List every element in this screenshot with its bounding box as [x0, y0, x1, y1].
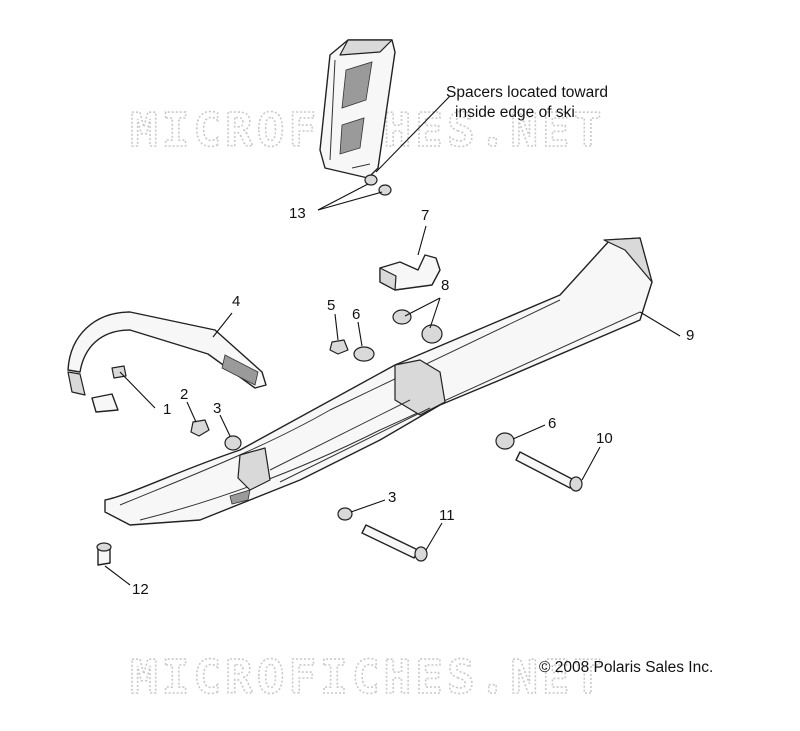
callout-4: 4 — [232, 293, 240, 310]
callout-2: 2 — [180, 386, 188, 403]
part-1-illustration — [91, 365, 127, 413]
bolt-10-illustration — [515, 451, 583, 492]
spacer-pair-illustration — [364, 174, 392, 196]
washer-6-right-illustration — [495, 432, 515, 450]
callout-8: 8 — [441, 277, 449, 294]
nut-2-washer-3-illustration — [190, 419, 242, 451]
callout-1: 1 — [163, 401, 171, 418]
ski-body-illustration — [104, 237, 653, 526]
callout-12: 12 — [132, 581, 149, 598]
nut-washer-5-6-illustration — [329, 339, 375, 362]
leader-lines — [104, 95, 681, 586]
callout-13: 13 — [289, 205, 306, 222]
callout-5: 5 — [327, 297, 335, 314]
callout-3-lower: 3 — [388, 489, 396, 506]
callout-9: 9 — [686, 327, 694, 344]
bolt-11-illustration — [361, 524, 428, 562]
copyright-notice: © 2008 Polaris Sales Inc. — [539, 659, 713, 676]
callout-7: 7 — [421, 207, 429, 224]
spacer-note-line-1: Spacers located toward — [446, 84, 608, 101]
callout-11: 11 — [439, 507, 455, 524]
callout-6-upper: 6 — [352, 306, 360, 323]
callout-6-right: 6 — [548, 415, 556, 432]
callout-10: 10 — [596, 430, 613, 447]
washer-3-lower-illustration — [337, 507, 353, 521]
skag-wear-bar-illustration — [67, 311, 267, 396]
callout-3-upper: 3 — [213, 400, 221, 417]
ski-block-illustration — [379, 254, 441, 291]
spindle-bracket-illustration — [319, 39, 396, 179]
watermark-bottom: MICROFICHES.NET — [130, 650, 605, 704]
washer-nut-8-illustration — [392, 309, 443, 344]
bolt-12-illustration — [96, 542, 112, 566]
spacer-note-line-2: inside edge of ski — [455, 104, 575, 121]
